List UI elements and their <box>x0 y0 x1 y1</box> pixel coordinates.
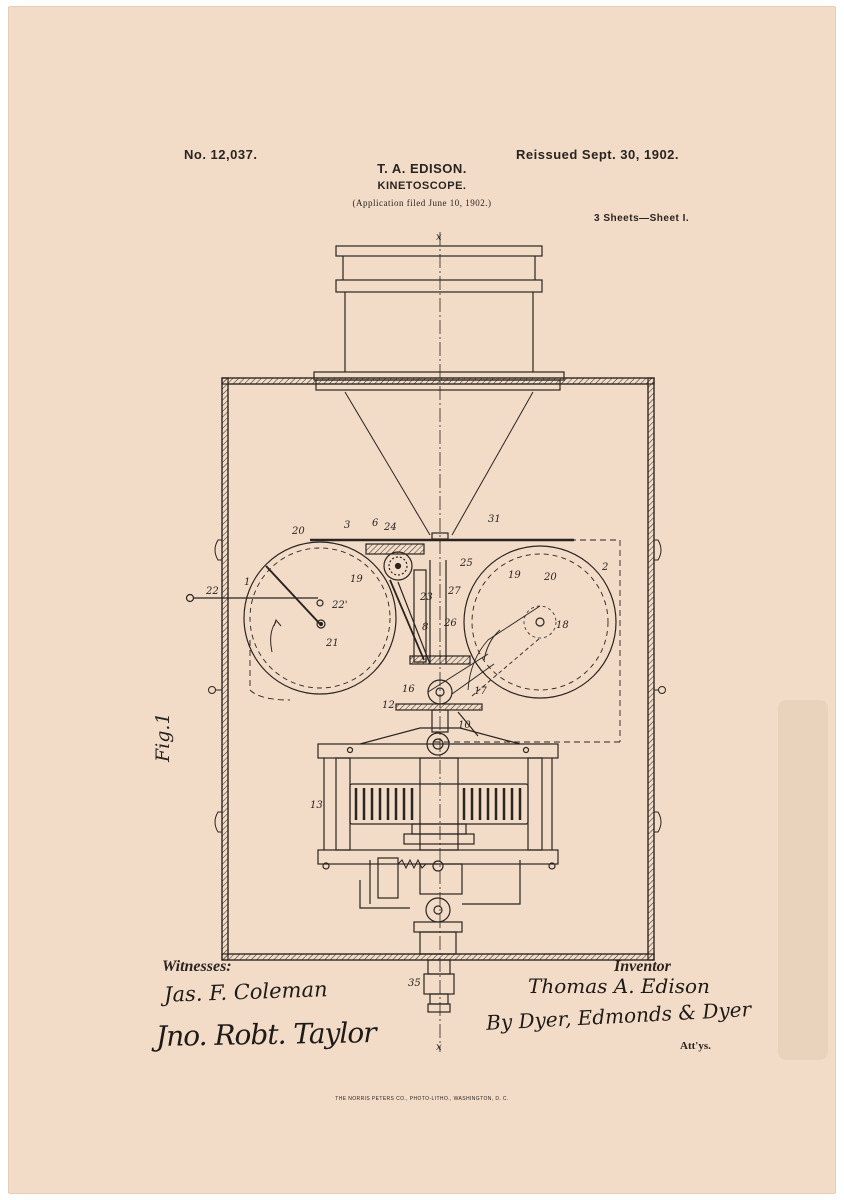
label-21: 21 <box>325 638 339 649</box>
label-3: 3 <box>344 520 350 531</box>
label-27: 27 <box>447 586 461 597</box>
governor-assembly <box>359 857 521 955</box>
lens-tube <box>313 245 565 391</box>
patent-title: KINETOSCOPE. <box>377 180 467 192</box>
attorneys-label: Att'ys. <box>680 1040 711 1052</box>
label-16: 16 <box>402 684 415 695</box>
application-date: (Application filed June 10, 1902.) <box>352 198 492 208</box>
label-26: 26 <box>443 618 457 629</box>
label-35: 35 <box>408 978 421 989</box>
film-gate <box>310 532 574 555</box>
light-cone <box>344 391 534 536</box>
label-6: 6 <box>372 518 379 529</box>
inventor-signature: Thomas A. Edison <box>528 974 710 998</box>
film-path-dashed <box>249 539 621 743</box>
sheet-count: 3 Sheets—Sheet I. <box>594 213 690 224</box>
patent-number: No. 12,037. <box>184 147 258 162</box>
label-18: 18 <box>556 620 569 631</box>
label-22-prime: 22' <box>331 600 347 611</box>
label-12: 12 <box>382 700 395 711</box>
label-x-bottom: x <box>436 1042 442 1053</box>
printer-credit: THE NORRIS PETERS CO., PHOTO-LITHO., WAS… <box>335 1096 509 1102</box>
motor-frame <box>317 727 559 870</box>
inventor-name: T. A. EDISON. <box>377 161 467 176</box>
label-2: 2 <box>601 562 608 573</box>
left-reel <box>185 541 397 695</box>
inventor-label: Inventor <box>614 958 671 975</box>
sprocket-mechanism <box>383 551 495 737</box>
side-knobs <box>208 539 666 833</box>
witness-signature-2: Jno. Robt. Taylor <box>155 1016 376 1053</box>
label-19-left: 19 <box>350 574 363 585</box>
label-22: 22 <box>205 586 219 597</box>
label-24: 24 <box>383 522 397 533</box>
paper-stain <box>778 700 828 1060</box>
label-25: 25 <box>459 558 473 569</box>
reissue-date: Reissued Sept. 30, 1902. <box>516 147 680 162</box>
label-23: 23 <box>419 592 433 603</box>
label-20-right: 20 <box>543 572 557 583</box>
label-x-top: x <box>436 232 442 243</box>
label-31: 31 <box>488 514 501 525</box>
housing-box <box>221 377 655 961</box>
paper-sheet <box>8 6 836 1194</box>
label-1: 1 <box>244 577 250 588</box>
eyepiece <box>423 959 455 1013</box>
label-10: 10 <box>458 720 471 731</box>
right-reel <box>463 545 617 699</box>
label-8: 8 <box>422 622 428 633</box>
label-17: 17 <box>474 686 487 697</box>
reference-numerals: x x 1 2 3 6 8 10 12 13 16 17 18 19 19 20… <box>205 232 608 1053</box>
label-19-right: 19 <box>508 570 521 581</box>
witnesses-label: Witnesses: <box>162 958 232 975</box>
label-13: 13 <box>310 800 323 811</box>
figure-label: Fig.1 <box>152 712 174 762</box>
label-20-left: 20 <box>291 526 305 537</box>
